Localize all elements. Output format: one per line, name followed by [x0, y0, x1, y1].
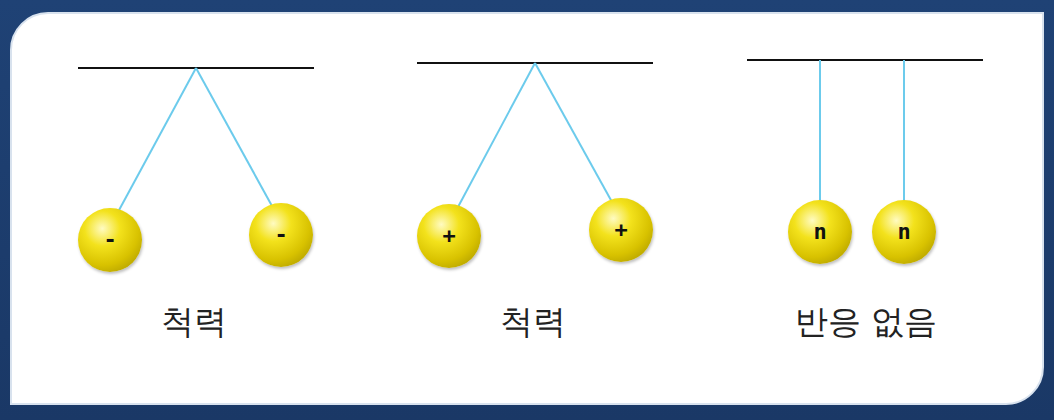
- support-bar: [747, 59, 983, 61]
- charged-ball: -: [78, 208, 142, 272]
- charge-sign: n: [897, 221, 910, 243]
- charge-sign: n: [813, 221, 826, 243]
- thread: [535, 63, 612, 202]
- result-label: 척력: [500, 302, 566, 342]
- charged-ball: n: [788, 200, 852, 264]
- charge-sign: +: [442, 225, 455, 247]
- charged-ball: +: [417, 204, 481, 268]
- charged-ball: n: [872, 200, 936, 264]
- result-label: 반응 없음: [795, 302, 938, 342]
- result-label: 척력: [161, 302, 227, 342]
- thread: [903, 60, 905, 202]
- charge-sign: -: [103, 229, 116, 251]
- charge-sign: +: [614, 219, 627, 241]
- charged-ball: -: [249, 203, 313, 267]
- thread: [458, 63, 535, 207]
- charge-sign: -: [274, 224, 287, 246]
- charged-ball: +: [589, 198, 653, 262]
- thread: [118, 68, 196, 212]
- thread: [819, 60, 821, 202]
- thread: [196, 68, 272, 206]
